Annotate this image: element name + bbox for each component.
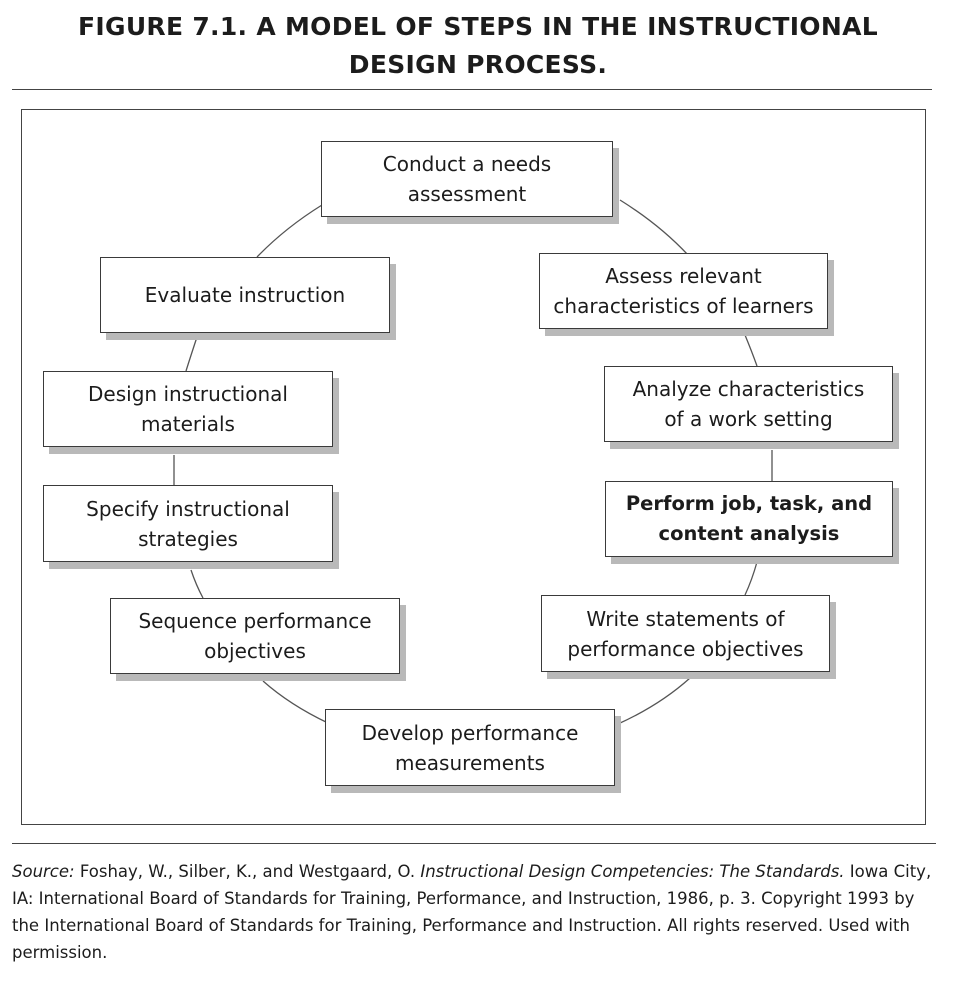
figure-title-line-2: DESIGN PROCESS. [348, 50, 608, 79]
source-publication-details: Iowa City, IA: International Board of St… [12, 862, 932, 962]
step-text-line: Conduct a needs [382, 152, 552, 176]
step-develop-performance-measurements: Develop performance measurements [325, 709, 615, 786]
source-label: Source: [12, 862, 75, 881]
connector-evaluate-to-needs [256, 204, 323, 258]
step-text-line: Write statements of [586, 606, 785, 631]
step-text-line: Assess relevant [605, 264, 762, 288]
step-text-line: Specify instructional [86, 496, 290, 521]
step-text-line: content analysis [658, 522, 840, 545]
step-write-performance-objectives: Write statements of performance objective… [541, 595, 830, 672]
step-specify-instructional-strategies: Specify instructional strategies [43, 485, 333, 562]
connector-materials-to-evaluate [185, 333, 199, 372]
step-text-line: Design instructional [88, 382, 288, 406]
step-conduct-needs-assessment: Conduct a needs assessment [321, 141, 613, 217]
step-sequence-performance-objectives: Sequence performance objectives [110, 598, 400, 674]
step-text-line: characteristics of learners [553, 294, 814, 318]
step-text-line: materials [141, 412, 235, 436]
figure-title-line-1: FIGURE 7.1. A MODEL OF STEPS IN THE INST… [78, 12, 878, 41]
connector-needs-to-learners [619, 199, 689, 256]
step-text-line: Evaluate instruction [144, 283, 346, 307]
top-rule [12, 89, 932, 90]
source-authors: Foshay, W., Silber, K., and Westgaard, O… [79, 862, 416, 881]
step-job-task-content-analysis: Perform job, task, and content analysis [605, 481, 893, 557]
connector-learners-to-worksetting [744, 334, 758, 367]
step-text-line: performance objectives [567, 636, 804, 661]
step-text-line: strategies [138, 526, 238, 551]
step-text-line: assessment [407, 182, 527, 206]
source-book-title: Instructional Design Competencies: The S… [420, 862, 845, 881]
step-text-line: Perform job, task, and [625, 492, 873, 515]
step-text-line: Develop performance [361, 720, 579, 745]
bottom-rule [12, 843, 936, 844]
connector-sequence-to-strategies [190, 569, 204, 599]
step-assess-learner-characteristics: Assess relevant characteristics of learne… [539, 253, 828, 329]
step-text-line: of a work setting [664, 407, 833, 431]
diagram-frame [21, 109, 926, 825]
step-analyze-work-setting: Analyze characteristics of a work setting [604, 366, 893, 442]
connector-analysis-to-statements [744, 561, 758, 596]
step-text-line: Analyze characteristics [632, 377, 865, 401]
figure-title: FIGURE 7.1. A MODEL OF STEPS IN THE INST… [0, 8, 956, 84]
step-text-line: Sequence performance [138, 609, 372, 633]
connector-measurements-to-sequence [262, 680, 329, 724]
step-design-instructional-materials: Design instructional materials [43, 371, 333, 447]
connector-statements-to-measurements [617, 677, 691, 725]
source-citation: Source: Foshay, W., Silber, K., and West… [12, 858, 942, 966]
step-text-line: objectives [204, 639, 306, 663]
step-evaluate-instruction: Evaluate instruction [100, 257, 390, 333]
step-text-line: measurements [395, 750, 545, 775]
